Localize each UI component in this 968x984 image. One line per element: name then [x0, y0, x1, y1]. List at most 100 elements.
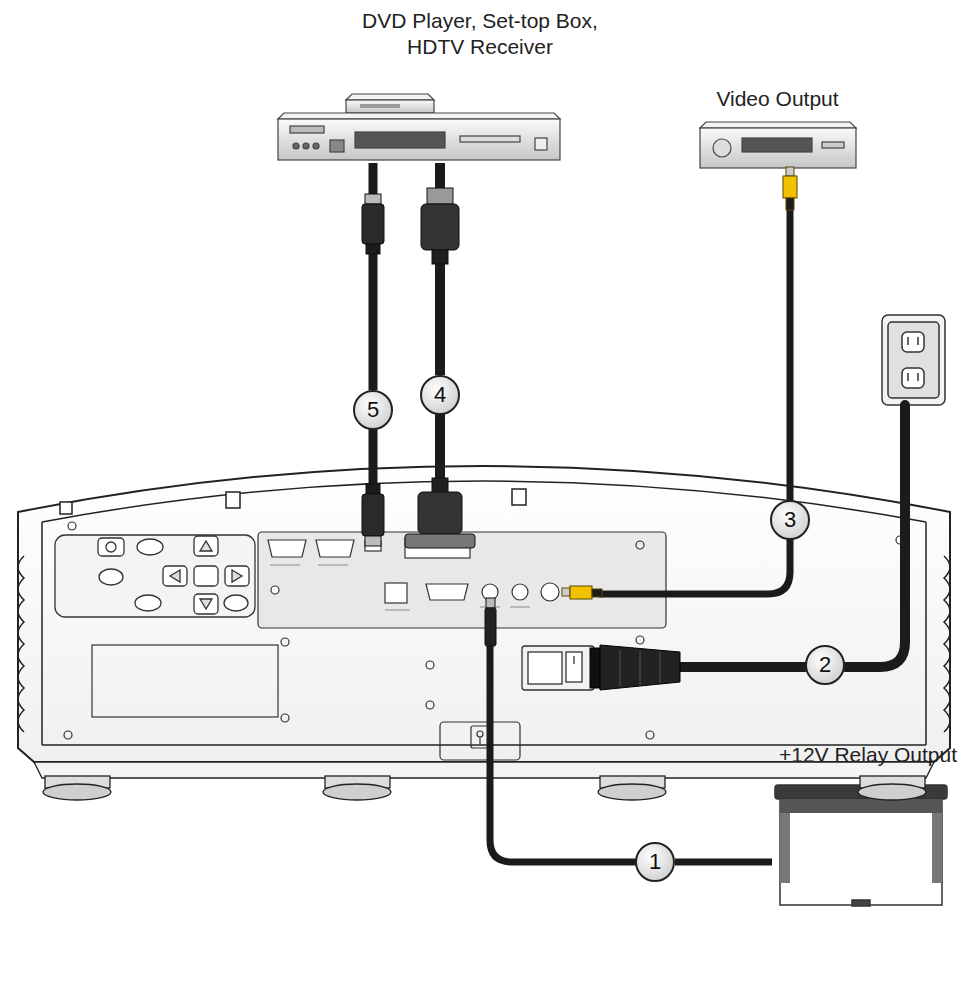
connector-panel: [512, 584, 528, 600]
power-inlet: [566, 652, 582, 682]
control-panel: [225, 566, 249, 586]
rca-plug: [592, 589, 602, 597]
motorized-screen: [780, 799, 942, 905]
control-panel: [106, 542, 116, 552]
video-source-drawing: [700, 122, 856, 168]
dvi-plug: [432, 250, 448, 264]
device-node: Video Output: [690, 86, 865, 168]
dvd-player-drawing: [278, 119, 560, 160]
control-panel: [163, 566, 187, 586]
connector-panel: [385, 583, 407, 603]
device-label: +12V Relay Output: [772, 742, 964, 768]
projector-rear-details: [64, 731, 72, 739]
connector-panel: [316, 540, 354, 557]
device-label: Video Output: [690, 86, 865, 112]
callout-circle: 4: [420, 375, 460, 415]
video-source-drawing: [700, 122, 856, 128]
cable: [373, 405, 905, 862]
dvd-player-drawing: [278, 94, 560, 160]
rca-plug: [570, 586, 592, 599]
dvi-plug: [421, 204, 459, 250]
dvd-player-drawing: [346, 94, 434, 100]
dvi-plug: [405, 188, 475, 548]
projector-body: [41, 522, 43, 745]
motorized-screen: [932, 813, 942, 883]
projector-body: [18, 466, 950, 762]
control-panel: [98, 538, 124, 556]
connector-panel: [268, 540, 306, 557]
projector-body: [18, 556, 24, 732]
power-plug: [620, 650, 621, 686]
rca-plug: [786, 167, 794, 176]
relay-plug: [485, 608, 496, 646]
projector-base: [34, 762, 934, 800]
hdmi-plug: [365, 536, 381, 546]
wall-outlet: [917, 373, 919, 381]
video-source-drawing: [700, 128, 856, 168]
control-panel: [200, 599, 212, 609]
projector-rear-details: [426, 661, 434, 669]
control-panel: [200, 541, 212, 551]
power-inlet: [528, 652, 562, 684]
dvd-player-drawing: [278, 113, 560, 119]
projector-rear-details: [479, 737, 480, 744]
hdmi-plug: [366, 484, 380, 494]
power-inlet: [522, 646, 594, 690]
projector-rear-details: [646, 731, 654, 739]
control-panel: [232, 570, 242, 582]
projector-base: [858, 784, 926, 800]
dvd-player-drawing: [346, 100, 434, 113]
video-source-drawing: [822, 142, 844, 148]
control-panel: [55, 535, 255, 617]
hdmi-plug: [362, 194, 384, 546]
dvd-player-drawing: [535, 138, 547, 150]
wall-outlet: [902, 368, 924, 388]
control-panel: [170, 570, 180, 582]
callout-number: 2: [819, 654, 831, 676]
control-panel: [224, 595, 248, 611]
control-panel: [135, 595, 161, 611]
relay-plug: [485, 598, 496, 646]
power-plug: [590, 645, 680, 690]
hdmi-plug: [365, 194, 381, 204]
connector-panel: [271, 586, 279, 594]
projector-body: [925, 522, 927, 745]
rca-plug: [786, 198, 794, 210]
wall-outlet: [917, 337, 919, 345]
dvi-plug: [418, 492, 462, 534]
projector-base: [43, 784, 111, 800]
control-panel: [194, 594, 218, 614]
hdmi-plug: [366, 244, 380, 254]
power-plug: [640, 651, 641, 685]
power-inlet: [522, 646, 594, 690]
wall-outlet: [907, 337, 909, 345]
projector-base: [598, 784, 666, 800]
callout-circle: 5: [353, 390, 393, 430]
dvd-player-drawing: [360, 104, 400, 108]
device-node: DVD Player, Set-top Box, HDTV Receiver: [270, 8, 615, 163]
power-plug: [660, 652, 661, 683]
projector-rear-details: [68, 522, 76, 530]
projector-rear-details: [92, 645, 278, 717]
connector-panel: [426, 584, 468, 600]
dvi-plug: [432, 478, 448, 492]
control-panel: [194, 566, 218, 586]
video-source-drawing: [713, 139, 731, 157]
hdmi-plug: [362, 204, 384, 244]
callout-number: 4: [434, 384, 446, 406]
wall-outlet: [882, 315, 945, 405]
dvi-plug: [405, 534, 475, 548]
device-label: DVD Player, Set-top Box, HDTV Receiver: [345, 8, 615, 60]
callout-number: 1: [649, 851, 661, 873]
control-panel: [137, 539, 163, 555]
wall-outlet: [907, 373, 909, 381]
callout-circle: 2: [805, 645, 845, 685]
callout-circle: 1: [635, 842, 675, 882]
dvi-plug: [427, 188, 453, 204]
cable: [787, 168, 794, 500]
hdmi-plug: [362, 494, 384, 536]
projector-rear-details: [281, 638, 289, 646]
